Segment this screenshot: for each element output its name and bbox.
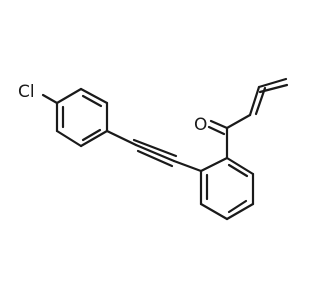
bond-inner bbox=[81, 94, 103, 108]
bond bbox=[105, 129, 138, 147]
bond bbox=[134, 143, 176, 163]
bond bbox=[41, 93, 59, 105]
bond bbox=[199, 202, 229, 221]
alkyne-linker bbox=[105, 129, 203, 173]
bond bbox=[79, 129, 109, 148]
bond-inner bbox=[81, 128, 102, 142]
bond bbox=[225, 202, 255, 221]
allene-chain bbox=[225, 77, 289, 130]
bond bbox=[55, 87, 83, 105]
bond bbox=[225, 113, 252, 130]
bond bbox=[136, 149, 174, 168]
bond bbox=[257, 77, 288, 89]
chlorophenyl-ring bbox=[55, 87, 109, 148]
structure-diagram: Cl O bbox=[18, 77, 289, 221]
bond bbox=[172, 159, 203, 173]
bond bbox=[132, 138, 178, 158]
chloro-substituent: Cl bbox=[18, 82, 59, 105]
bond bbox=[55, 129, 83, 148]
bond bbox=[254, 86, 267, 116]
benzene-ring bbox=[199, 156, 255, 221]
bond bbox=[258, 83, 289, 94]
bond-inner bbox=[227, 199, 248, 214]
chlorine-atom-label: Cl bbox=[18, 82, 35, 102]
bond bbox=[209, 119, 229, 130]
ketone-group: O bbox=[194, 115, 229, 160]
oxygen-atom-label: O bbox=[194, 115, 207, 135]
bond bbox=[207, 125, 226, 136]
bond bbox=[225, 156, 255, 176]
bond bbox=[199, 156, 229, 173]
bond bbox=[79, 87, 109, 105]
bond bbox=[248, 85, 261, 117]
bond-inner bbox=[227, 163, 249, 178]
